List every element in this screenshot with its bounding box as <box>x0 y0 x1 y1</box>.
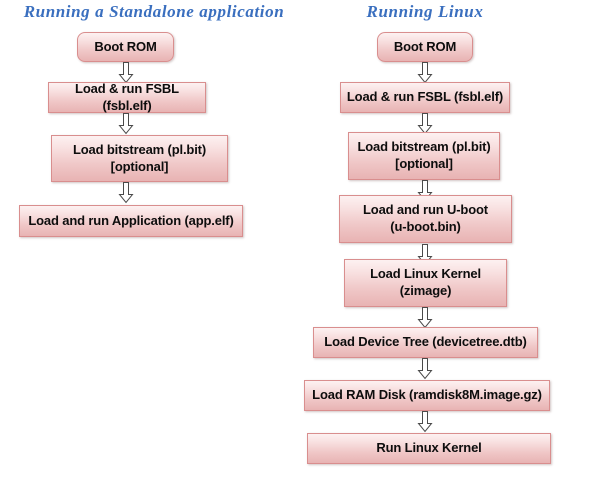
node-label-line1: Load bitstream (pl.bit) <box>357 139 491 155</box>
arrow-down-icon <box>417 358 433 380</box>
column-title-standalone: Running a Standalone application <box>23 2 285 21</box>
node-label-line2: (zimage) <box>399 283 452 298</box>
node-linux-bitstream: Load bitstream (pl.bit) [optional] <box>348 132 500 180</box>
node-linux-fsbl: Load & run FSBL (fsbl.elf) <box>340 82 510 113</box>
node-label-line1: Boot ROM <box>94 38 157 54</box>
node-label-line1: Load Linux Kernel <box>370 266 481 282</box>
node-standalone-application: Load and run Application (app.elf) <box>19 205 243 237</box>
node-label-line1: Load and run U-boot <box>363 202 488 218</box>
node-standalone-boot-rom: Boot ROM <box>77 32 174 62</box>
node-label-line2: [optional] <box>110 158 169 174</box>
node-label-line1: Load and run Application (app.elf) <box>28 212 234 228</box>
arrow-down-icon <box>417 113 433 135</box>
node-label-line1: Load & run FSBL (fsbl.elf) <box>75 80 179 113</box>
column-title-linux: Running Linux <box>366 2 484 21</box>
node-label-line1: Boot ROM <box>393 38 457 54</box>
node-label-line2: (u-boot.bin) <box>390 219 461 234</box>
arrow-down-icon <box>118 113 134 135</box>
arrow-down-icon <box>417 307 433 329</box>
node-label-line1: Load Device Tree (devicetree.dtb) <box>324 334 527 350</box>
node-label-line2: [optional] <box>395 156 453 171</box>
node-label-line1: Load bitstream (pl.bit) <box>72 141 207 157</box>
node-label-line1: Run Linux Kernel <box>376 440 482 456</box>
arrow-down-icon <box>118 62 134 84</box>
node-standalone-bitstream: Load bitstream (pl.bit) [optional] <box>51 135 228 182</box>
node-linux-boot-rom: Boot ROM <box>377 32 473 62</box>
arrow-down-icon <box>417 62 433 84</box>
node-label-line1: Load & run FSBL (fsbl.elf) <box>346 89 504 105</box>
arrow-down-icon <box>118 182 134 204</box>
node-linux-kernel-run: Run Linux Kernel <box>307 433 551 464</box>
node-linux-uboot: Load and run U-boot (u-boot.bin) <box>339 195 512 243</box>
node-label-line1: Load RAM Disk (ramdisk8M.image.gz) <box>312 387 542 403</box>
node-standalone-fsbl: Load & run FSBL (fsbl.elf) <box>48 80 206 113</box>
arrow-down-icon <box>417 411 433 433</box>
node-linux-device-tree: Load Device Tree (devicetree.dtb) <box>313 327 538 358</box>
node-linux-kernel-load: Load Linux Kernel (zimage) <box>344 259 507 307</box>
node-linux-ram-disk: Load RAM Disk (ramdisk8M.image.gz) <box>304 380 550 411</box>
